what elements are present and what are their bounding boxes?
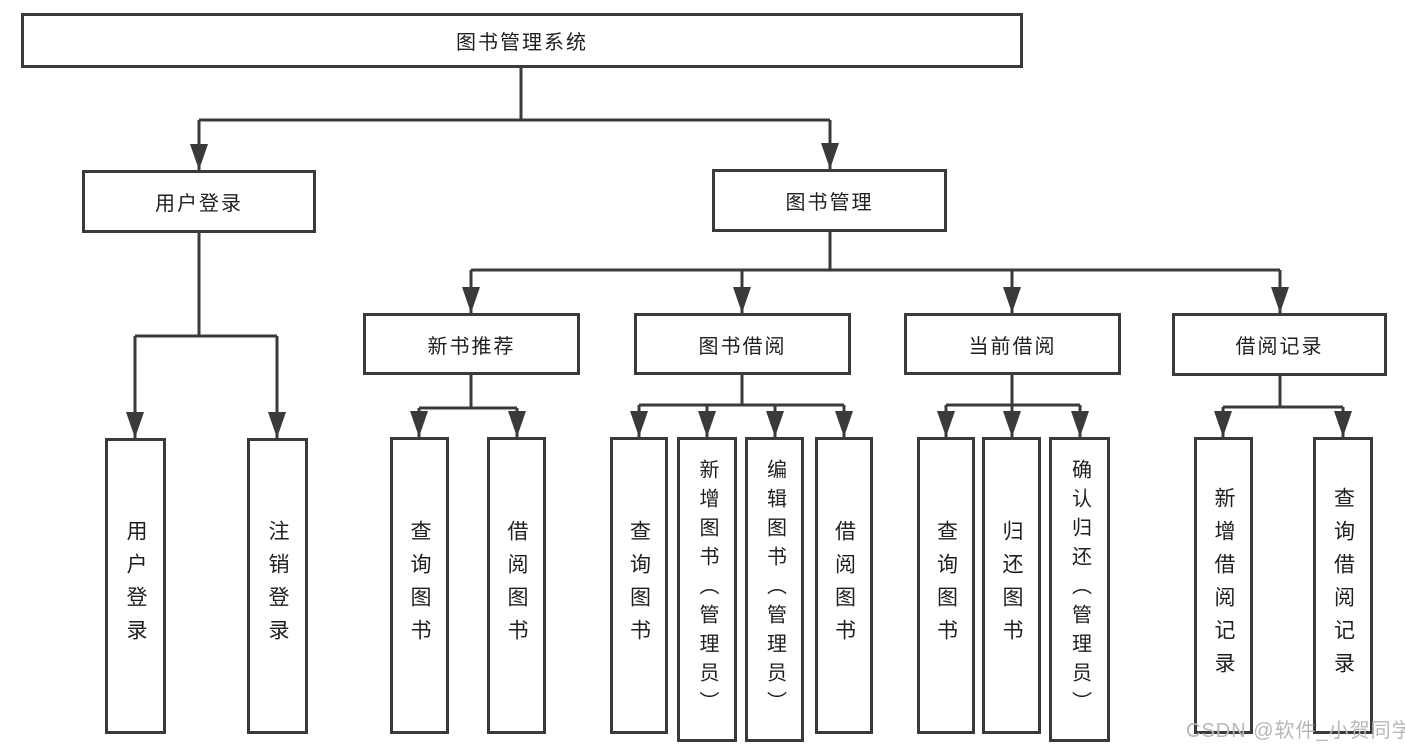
leaf-newbook-query-label: 查询图书 bbox=[408, 519, 431, 652]
leaf-borrowing-query-label: 查询图书 bbox=[627, 519, 651, 652]
leaf-borrowing-edit-admin-label: 编辑图书（管理员） bbox=[763, 459, 786, 720]
leaf-user-login: 用户登录 bbox=[105, 438, 166, 734]
leaf-logout-label: 注销登录 bbox=[266, 520, 289, 652]
node-book-management: 图书管理 bbox=[712, 169, 947, 232]
node-user-login-label: 用户登录 bbox=[155, 193, 243, 215]
node-root-label: 图书管理系统 bbox=[456, 32, 588, 54]
node-new-book-recommend: 新书推荐 bbox=[363, 313, 580, 375]
node-current-borrowing-label: 当前借阅 bbox=[968, 335, 1057, 358]
leaf-borrowing-edit-admin: 编辑图书（管理员） bbox=[745, 437, 804, 742]
node-root: 图书管理系统 bbox=[21, 13, 1023, 68]
csdn-watermark: CSDN @软件_小贺同学 bbox=[1186, 720, 1405, 742]
node-book-borrowing-label: 图书借阅 bbox=[698, 335, 787, 358]
leaf-current-return: 归还图书 bbox=[982, 437, 1041, 734]
node-new-book-recommend-label: 新书推荐 bbox=[427, 335, 516, 358]
leaf-borrowing-borrow-label: 借阅图书 bbox=[832, 519, 856, 652]
leaf-borrowing-add-admin: 新增图书（管理员） bbox=[677, 437, 737, 742]
leaf-records-add-label: 新增借阅记录 bbox=[1212, 486, 1235, 685]
leaf-current-confirm-admin: 确认归还（管理员） bbox=[1049, 437, 1110, 742]
leaf-current-query: 查询图书 bbox=[917, 437, 975, 734]
leaf-newbook-borrow-label: 借阅图书 bbox=[505, 519, 528, 652]
leaf-user-login-label: 用户登录 bbox=[124, 520, 147, 652]
leaf-records-query: 查询借阅记录 bbox=[1313, 437, 1373, 734]
node-book-management-label: 图书管理 bbox=[785, 192, 874, 214]
leaf-records-query-label: 查询借阅记录 bbox=[1331, 486, 1355, 685]
leaf-current-query-label: 查询图书 bbox=[934, 519, 958, 652]
node-user-login: 用户登录 bbox=[82, 170, 316, 233]
leaf-current-confirm-admin-label: 确认归还（管理员） bbox=[1068, 459, 1091, 720]
node-current-borrowing: 当前借阅 bbox=[904, 313, 1121, 375]
leaf-newbook-query: 查询图书 bbox=[390, 437, 449, 734]
leaf-current-return-label: 归还图书 bbox=[1000, 519, 1023, 652]
leaf-borrowing-borrow: 借阅图书 bbox=[815, 437, 873, 734]
node-borrowing-records-label: 借阅记录 bbox=[1235, 336, 1324, 358]
leaf-records-add: 新增借阅记录 bbox=[1194, 437, 1253, 734]
leaf-borrowing-add-admin-label: 新增图书（管理员） bbox=[696, 459, 718, 720]
leaf-newbook-borrow: 借阅图书 bbox=[487, 437, 546, 734]
node-book-borrowing: 图书借阅 bbox=[634, 313, 851, 375]
leaf-borrowing-query: 查询图书 bbox=[610, 437, 668, 734]
leaf-logout: 注销登录 bbox=[247, 438, 308, 734]
node-borrowing-records: 借阅记录 bbox=[1172, 313, 1387, 376]
